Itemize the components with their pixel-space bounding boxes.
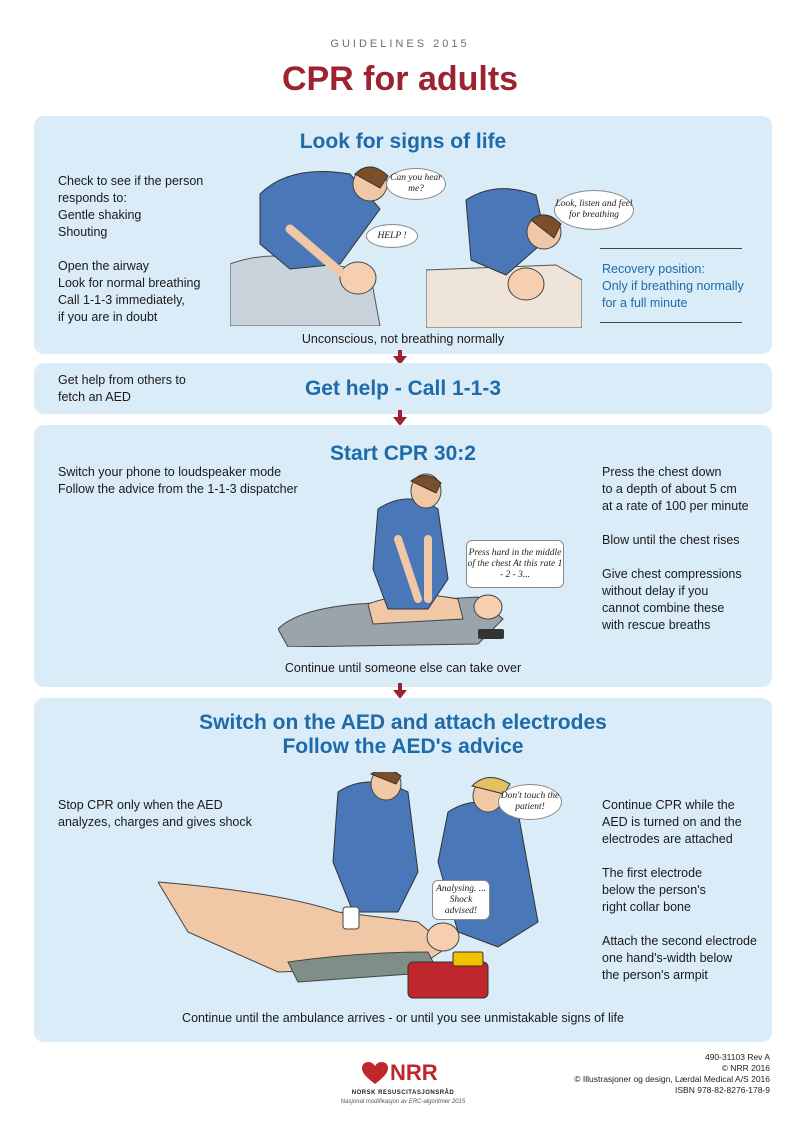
- page-title: CPR for adults: [281, 60, 519, 98]
- section-aed: Switch on the AED and attach electrodes …: [34, 698, 772, 1042]
- speech-bubble-dont-touch: Don't touch the patient!: [498, 784, 562, 820]
- section-title: Get help - Call 1-1-3: [304, 377, 502, 400]
- instructions-text-right: Press the chest down to a depth of about…: [602, 465, 749, 632]
- section-title-line2: Follow the AED's advice: [282, 735, 524, 759]
- recovery-position-text: Recovery position: Only if breathing nor…: [602, 262, 744, 310]
- instructions-text: Switch your phone to loudspeaker mode Fo…: [58, 465, 298, 496]
- section-get-help: Get help from others to fetch an AED Get…: [34, 363, 772, 414]
- instructions-text: Check to see if the person responds to: …: [58, 174, 204, 324]
- section-caption: Unconscious, not breathing normally: [301, 332, 505, 346]
- nrr-logo: NRR: [362, 1060, 452, 1088]
- speech-bubble-help: HELP !: [366, 224, 418, 248]
- check-response-illustration: [230, 166, 389, 326]
- instructions-text: Get help from others to fetch an AED: [58, 373, 186, 404]
- section-title: Switch on the AED and attach electrodes …: [34, 711, 772, 759]
- instructions-text-right: Continue CPR while the AED is turned on …: [602, 798, 757, 982]
- logo-subtitle: NORSK RESUSCITASJONSRÅD: [351, 1090, 455, 1096]
- speech-bubble-look-listen: Look, listen and feel for breathing: [554, 190, 634, 230]
- section-title: Start CPR 30:2: [330, 442, 476, 465]
- publication-info: 490-31103 Rev A © NRR 2016 © Illustrasjo…: [574, 1052, 770, 1095]
- divider-top: [600, 248, 742, 249]
- flow-arrow: [393, 683, 407, 699]
- flow-arrow: [393, 410, 407, 426]
- flow-arrow: [393, 350, 407, 365]
- aed-display-analysing: Analysing. ... Shock advised!: [432, 880, 490, 920]
- aed-illustration: [158, 772, 539, 999]
- divider-bottom: [600, 322, 742, 323]
- logo-tagline: Nasjonal modifikasjon av ERC-algoritmer …: [340, 1099, 466, 1105]
- section-title: Look for signs of life: [299, 130, 507, 153]
- chest-compressions-illustration: [278, 473, 504, 647]
- section-look-for-signs: Look for signs of life Check to see if t…: [34, 116, 772, 354]
- logo-text: NRR: [390, 1060, 438, 1085]
- section-start-cpr: Start CPR 30:2 Switch your phone to loud…: [34, 425, 772, 687]
- speech-bubble-press-hard: Press hard in the middle of the chest At…: [466, 540, 564, 588]
- section-title-line1: Switch on the AED and attach electrodes: [199, 711, 607, 734]
- speech-bubble-can-you-hear: Can you hear me?: [386, 168, 446, 200]
- heart-icon: [362, 1062, 388, 1084]
- section-caption: Continue until the ambulance arrives - o…: [182, 1011, 624, 1025]
- guidelines-label: GUIDELINES 2015: [330, 38, 470, 50]
- instructions-text: Stop CPR only when the AED analyzes, cha…: [58, 798, 252, 829]
- look-listen-feel-illustration: [426, 188, 582, 328]
- section-caption: Continue until someone else can take ove…: [284, 661, 522, 675]
